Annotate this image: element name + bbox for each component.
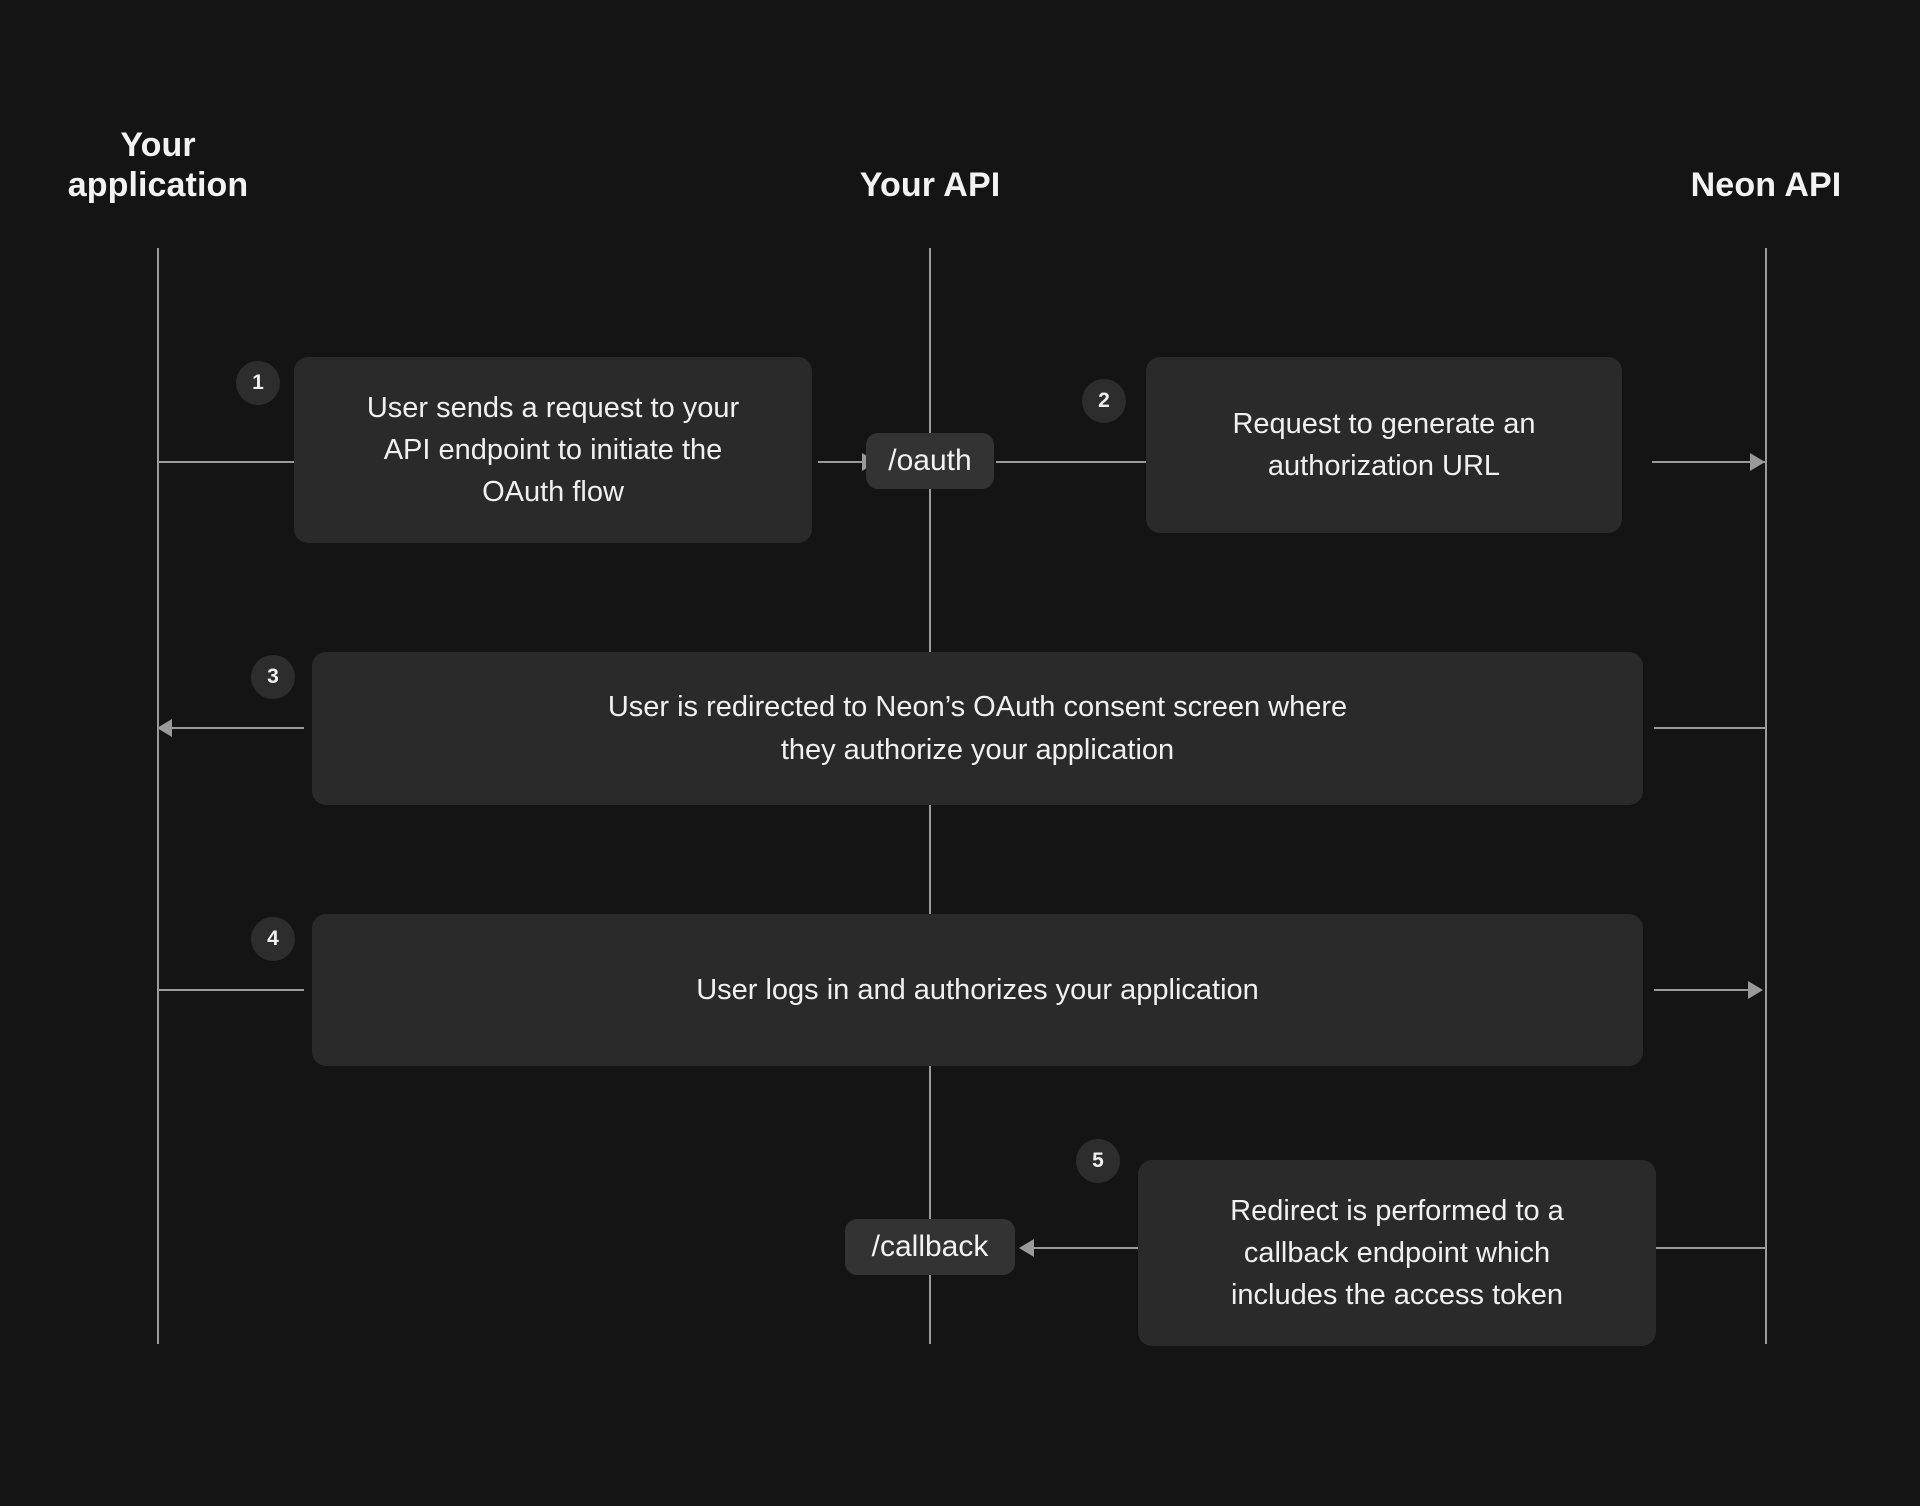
arrowhead-step4-to-neon <box>1748 981 1763 999</box>
lifeline-label-your-application: Your application <box>67 126 249 205</box>
connector-neon-to-step5 <box>1656 1247 1766 1249</box>
step-text-5: Redirect is performed to a callback endp… <box>1230 1194 1564 1312</box>
connector-step2-to-neon <box>1652 461 1766 463</box>
step-box-5: Redirect is performed to a callback endp… <box>1138 1160 1656 1346</box>
step-text-4: User logs in and authorizes your applica… <box>696 973 1259 1006</box>
step-badge-5: 5 <box>1076 1139 1120 1183</box>
step-badge-3: 3 <box>251 655 295 699</box>
step-badge-2: 2 <box>1082 379 1126 423</box>
endpoint-pill-oauth[interactable]: /oauth <box>866 433 994 489</box>
step-text-2: Request to generate an authorization URL <box>1232 407 1536 482</box>
connector-step1-in <box>158 461 296 463</box>
lifeline-your-application <box>157 248 159 1344</box>
step-badge-1: 1 <box>236 361 280 405</box>
step-box-3: User is redirected to Neon’s OAuth conse… <box>312 652 1643 805</box>
step-box-1: User sends a request to your API endpoin… <box>294 357 812 543</box>
connector-step5-to-callback <box>1034 1247 1138 1249</box>
endpoint-pill-callback[interactable]: /callback <box>845 1219 1015 1275</box>
connector-step4-to-neon <box>1654 989 1750 991</box>
step-badge-4: 4 <box>251 917 295 961</box>
arrowhead-step2-to-neon <box>1750 453 1765 471</box>
connector-neon-to-step3 <box>1654 727 1766 729</box>
step-box-2: Request to generate an authorization URL <box>1146 357 1622 533</box>
lifeline-label-neon-api: Neon API <box>1690 166 1842 204</box>
connector-step3-to-application <box>172 727 304 729</box>
lifeline-neon-api <box>1765 248 1767 1344</box>
step-box-4: User logs in and authorizes your applica… <box>312 914 1643 1066</box>
connector-step1-to-oauth <box>818 461 864 463</box>
connector-oauth-to-step2 <box>996 461 1146 463</box>
connector-application-to-step4 <box>158 989 304 991</box>
step-text-3: User is redirected to Neon’s OAuth conse… <box>607 691 1348 766</box>
step-text-1: User sends a request to your API endpoin… <box>366 391 740 509</box>
arrowhead-step5-to-callback <box>1019 1239 1034 1257</box>
lifeline-label-your-api: Your API <box>859 166 1001 204</box>
arrowhead-step3-to-application <box>157 719 172 737</box>
